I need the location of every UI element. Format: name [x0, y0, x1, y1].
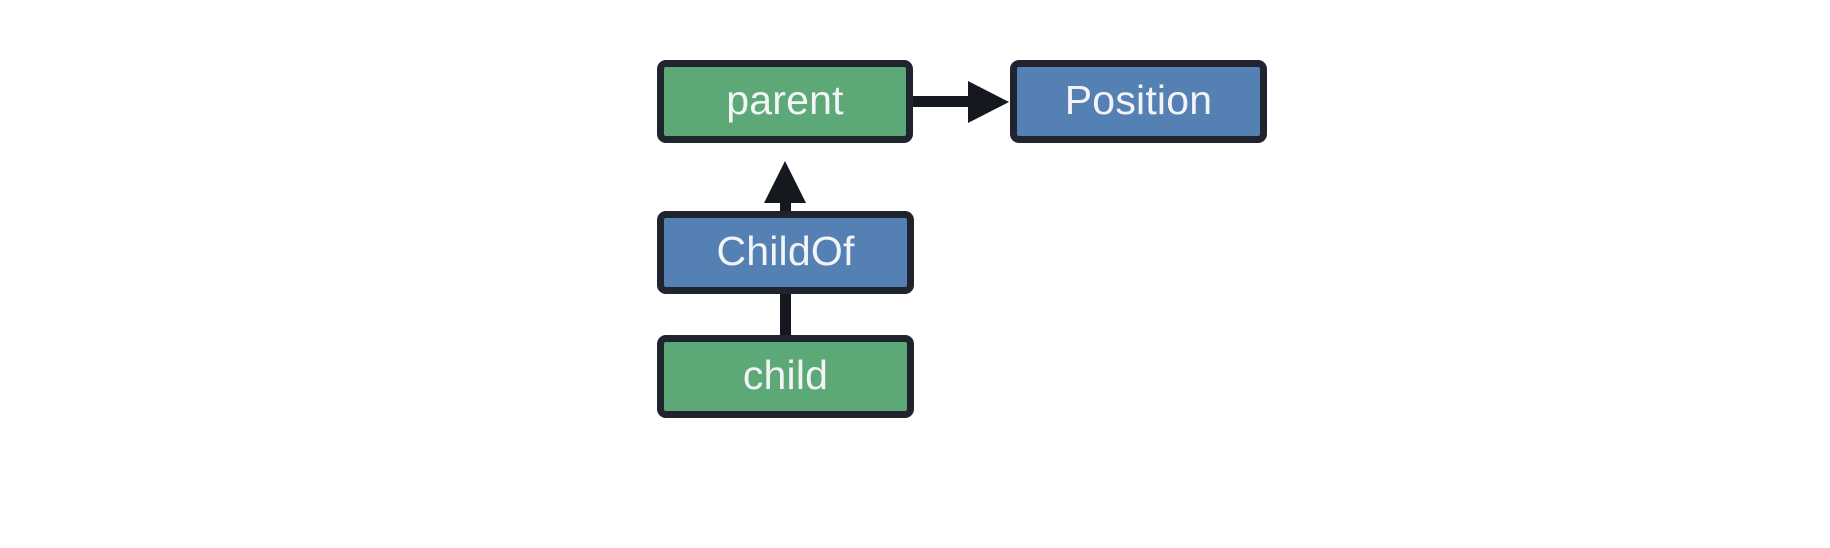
arrowhead-right-icon — [968, 81, 1009, 123]
arrowhead-up-icon — [764, 161, 806, 203]
node-position-label: Position — [1064, 77, 1213, 123]
node-child-label: child — [742, 352, 829, 398]
node-parent[interactable]: parent — [657, 60, 913, 143]
node-childof[interactable]: ChildOf — [657, 211, 914, 294]
edge-line-horizontal — [908, 96, 971, 107]
node-child[interactable]: child — [657, 335, 914, 418]
node-childof-label: ChildOf — [716, 228, 855, 274]
edge-line-vertical — [780, 288, 791, 344]
node-parent-label: parent — [726, 77, 844, 123]
node-position[interactable]: Position — [1010, 60, 1267, 143]
